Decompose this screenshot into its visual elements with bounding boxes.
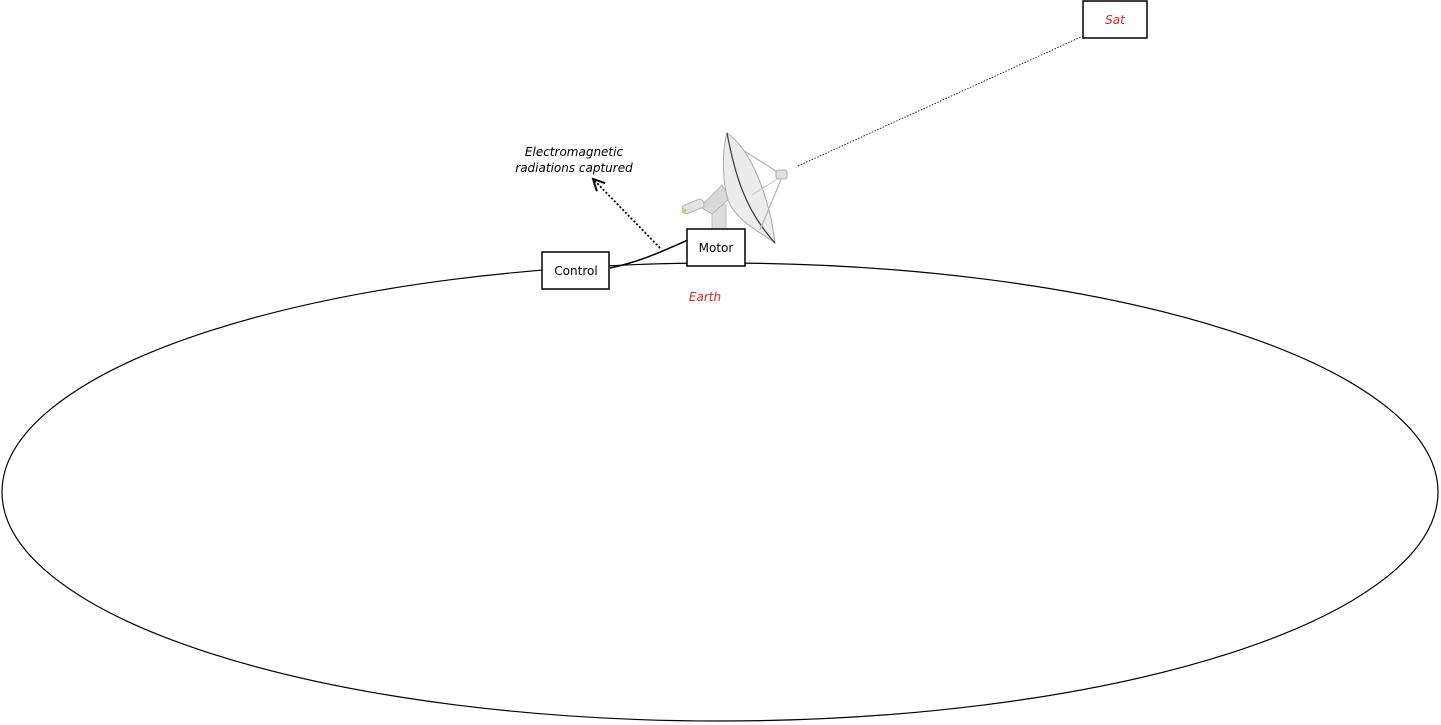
control-motor-cable <box>609 239 689 269</box>
motor-node: Motor <box>686 228 746 267</box>
satellite-label: Sat <box>1105 13 1126 27</box>
control-label: Control <box>554 264 597 278</box>
radiation-arrow <box>594 180 661 249</box>
control-node: Control <box>541 251 610 290</box>
satellite-dish-icon <box>681 132 788 245</box>
earth-label: Earth <box>689 290 721 304</box>
motor-label: Motor <box>699 241 734 255</box>
satellite-node: Sat <box>1082 0 1148 39</box>
radiation-annotation-line1: Electromagnetic <box>525 145 624 159</box>
radiation-annotation-line2: radiations captured <box>515 161 633 175</box>
earth-ellipse <box>1 262 1439 722</box>
satellite-link <box>797 35 1084 167</box>
